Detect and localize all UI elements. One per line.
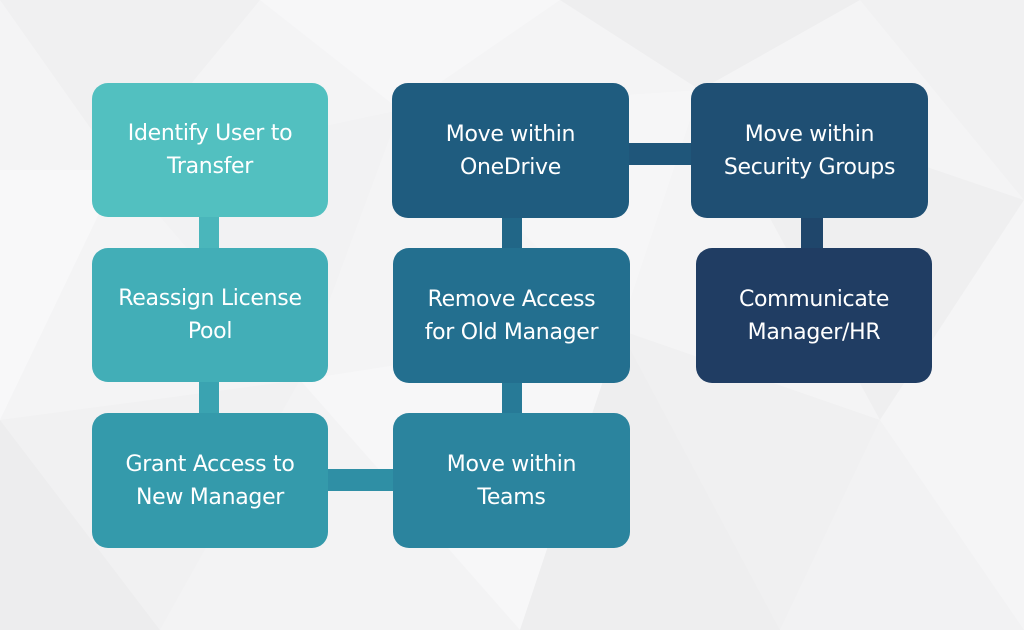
node-label-line: Security Groups [723, 154, 896, 180]
node-label-line: Move within [445, 121, 576, 147]
node-label: Move within OneDrive [445, 118, 576, 184]
node-label-line: Teams [477, 484, 546, 510]
node-label-line: Reassign License [118, 286, 302, 311]
node-move-security: Move within Security Groups [691, 83, 928, 218]
node-label-line: Grant Access to [125, 451, 295, 477]
connector-reassign-grant [199, 381, 219, 414]
connector-grant-teams [327, 469, 394, 491]
node-reassign-license: Reassign License Pool [92, 248, 328, 382]
node-label-line: Communicate [738, 286, 890, 312]
node-label-line: Move within [446, 451, 577, 477]
node-communicate: Communicate Manager/HR [696, 248, 932, 383]
node-label: Reassign License Pool [118, 282, 302, 348]
connector-onedrive-security [628, 143, 692, 165]
node-label: Move within Security Groups [723, 118, 896, 184]
connector-identify-reassign [199, 216, 219, 248]
connector-remove-onedrive [502, 217, 522, 248]
node-label-line: Remove Access [427, 286, 596, 312]
node-label: Identify User to Transfer [127, 117, 293, 183]
node-label: Remove Access for Old Manager [425, 283, 599, 349]
node-label: Communicate Manager/HR [739, 283, 889, 349]
node-label: Grant Access to New Manager [125, 448, 294, 514]
node-label-line: Manager/HR [747, 319, 881, 345]
node-remove-access: Remove Access for Old Manager [393, 248, 630, 383]
node-label: Move within Teams [446, 448, 577, 514]
node-identify-user: Identify User to Transfer [92, 83, 328, 217]
connector-security-communicate [801, 217, 823, 249]
connector-teams-remove [502, 382, 522, 414]
node-label-line: New Manager [135, 484, 285, 510]
node-grant-access: Grant Access to New Manager [92, 413, 328, 548]
node-label-line: Move within [744, 121, 875, 147]
node-label-line: Transfer [166, 154, 254, 179]
node-move-onedrive: Move within OneDrive [392, 83, 629, 218]
node-label-line: Pool [187, 319, 233, 344]
node-label-line: OneDrive [459, 154, 562, 180]
node-move-teams: Move within Teams [393, 413, 630, 548]
node-label-line: Identify User to [127, 121, 293, 146]
node-label-line: for Old Manager [424, 319, 599, 345]
